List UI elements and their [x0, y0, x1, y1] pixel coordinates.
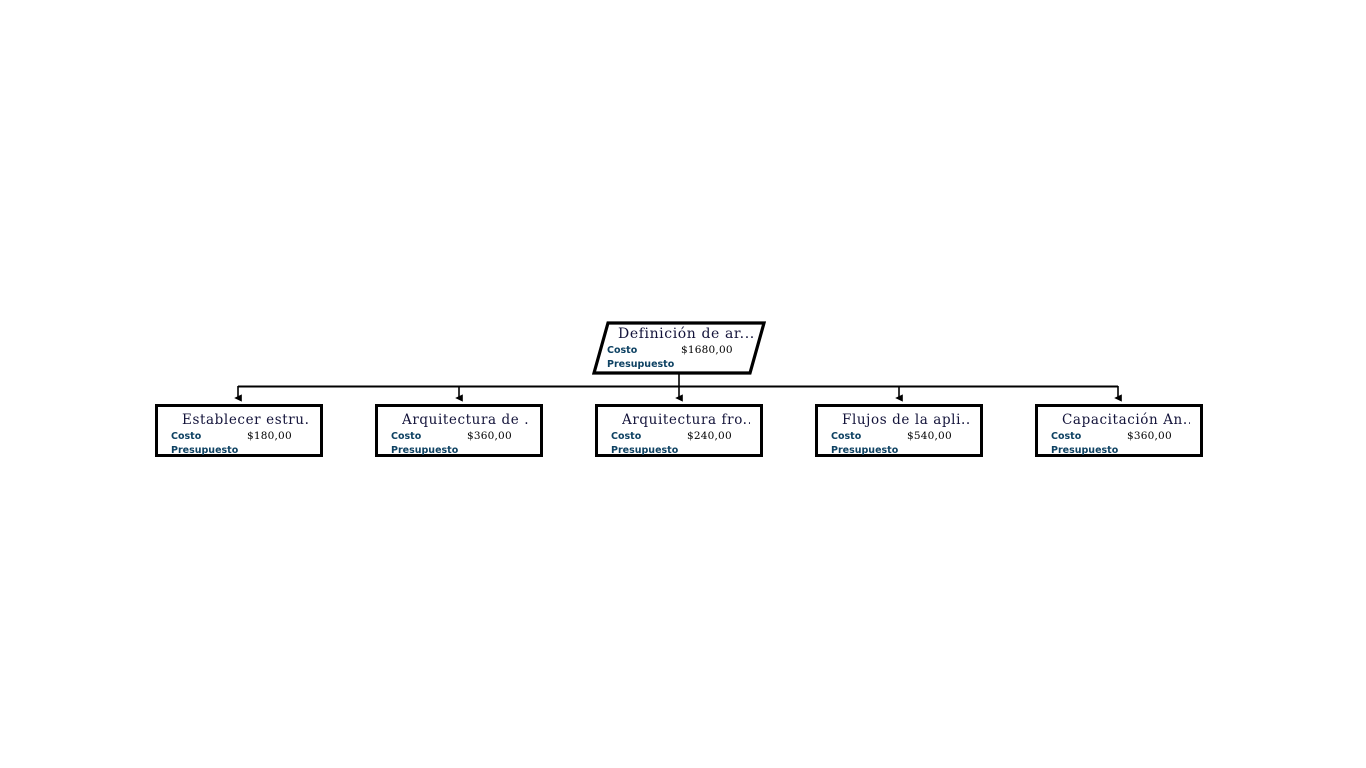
node-child-3-body: Arquitectura fro... Costo $240,00 Presup… — [598, 407, 760, 457]
node-child-3-cost-value: $240,00 — [687, 430, 732, 442]
node-child-5[interactable]: Capacitación An... Costo $360,00 Presupu… — [1035, 404, 1203, 457]
node-child-1-cost-value: $180,00 — [247, 430, 292, 442]
node-child-5-cost-value: $360,00 — [1127, 430, 1172, 442]
node-child-1-budget-label: Presupuesto — [171, 445, 239, 456]
node-child-5-budget-row: Presupuesto — [1051, 444, 1190, 457]
node-child-3-cost-row: Costo $240,00 — [611, 430, 750, 443]
node-child-3-budget-row: Presupuesto — [611, 444, 750, 457]
node-child-1-budget-row: Presupuesto — [171, 444, 310, 457]
node-root-cost-value: $1680,00 — [681, 344, 733, 356]
node-child-4-body: Flujos de la apli... Costo $540,00 Presu… — [818, 407, 980, 457]
node-child-2-cost-value: $360,00 — [467, 430, 512, 442]
node-child-4-budget-row: Presupuesto — [831, 444, 970, 457]
node-child-2-budget-label: Presupuesto — [391, 445, 459, 456]
node-child-4[interactable]: Flujos de la apli... Costo $540,00 Presu… — [815, 404, 983, 457]
node-child-2-cost-row: Costo $360,00 — [391, 430, 530, 443]
node-child-1-cost-row: Costo $180,00 — [171, 430, 310, 443]
node-root-budget-label: Presupuesto — [607, 359, 675, 370]
node-child-2-cost-label: Costo — [391, 431, 422, 442]
node-child-2-body: Arquitectura de ... Costo $360,00 Presup… — [378, 407, 540, 457]
node-child-1[interactable]: Establecer estru... Costo $180,00 Presup… — [155, 404, 323, 457]
node-child-3[interactable]: Arquitectura fro... Costo $240,00 Presup… — [595, 404, 763, 457]
node-child-4-budget-label: Presupuesto — [831, 445, 899, 456]
node-child-3-title: Arquitectura fro... — [622, 412, 750, 428]
node-child-1-title: Establecer estru... — [182, 412, 310, 428]
node-child-2-budget-row: Presupuesto — [391, 444, 530, 457]
node-child-5-body: Capacitación An... Costo $360,00 Presupu… — [1038, 407, 1200, 457]
node-child-1-body: Establecer estru... Costo $180,00 Presup… — [158, 407, 320, 457]
node-root-cost-label: Costo — [607, 345, 638, 356]
node-child-2[interactable]: Arquitectura de ... Costo $360,00 Presup… — [375, 404, 543, 457]
node-child-5-title: Capacitación An... — [1062, 412, 1190, 428]
node-child-5-budget-label: Presupuesto — [1051, 445, 1119, 456]
node-child-5-cost-row: Costo $360,00 — [1051, 430, 1190, 443]
node-child-1-cost-label: Costo — [171, 431, 202, 442]
node-child-4-cost-label: Costo — [831, 431, 862, 442]
node-root-title: Definición de ar... — [618, 326, 755, 342]
node-root-body: Definición de ar... Costo $1680,00 Presu… — [592, 321, 766, 375]
node-root[interactable]: Definición de ar... Costo $1680,00 Presu… — [592, 321, 766, 375]
node-child-4-cost-row: Costo $540,00 — [831, 430, 970, 443]
node-root-cost-row: Costo $1680,00 — [607, 344, 756, 357]
node-child-5-cost-label: Costo — [1051, 431, 1082, 442]
node-child-3-budget-label: Presupuesto — [611, 445, 679, 456]
node-child-3-cost-label: Costo — [611, 431, 642, 442]
node-child-4-title: Flujos de la apli... — [842, 412, 970, 428]
node-root-budget-row: Presupuesto — [607, 358, 756, 371]
node-child-4-cost-value: $540,00 — [907, 430, 952, 442]
node-child-2-title: Arquitectura de ... — [402, 412, 530, 428]
